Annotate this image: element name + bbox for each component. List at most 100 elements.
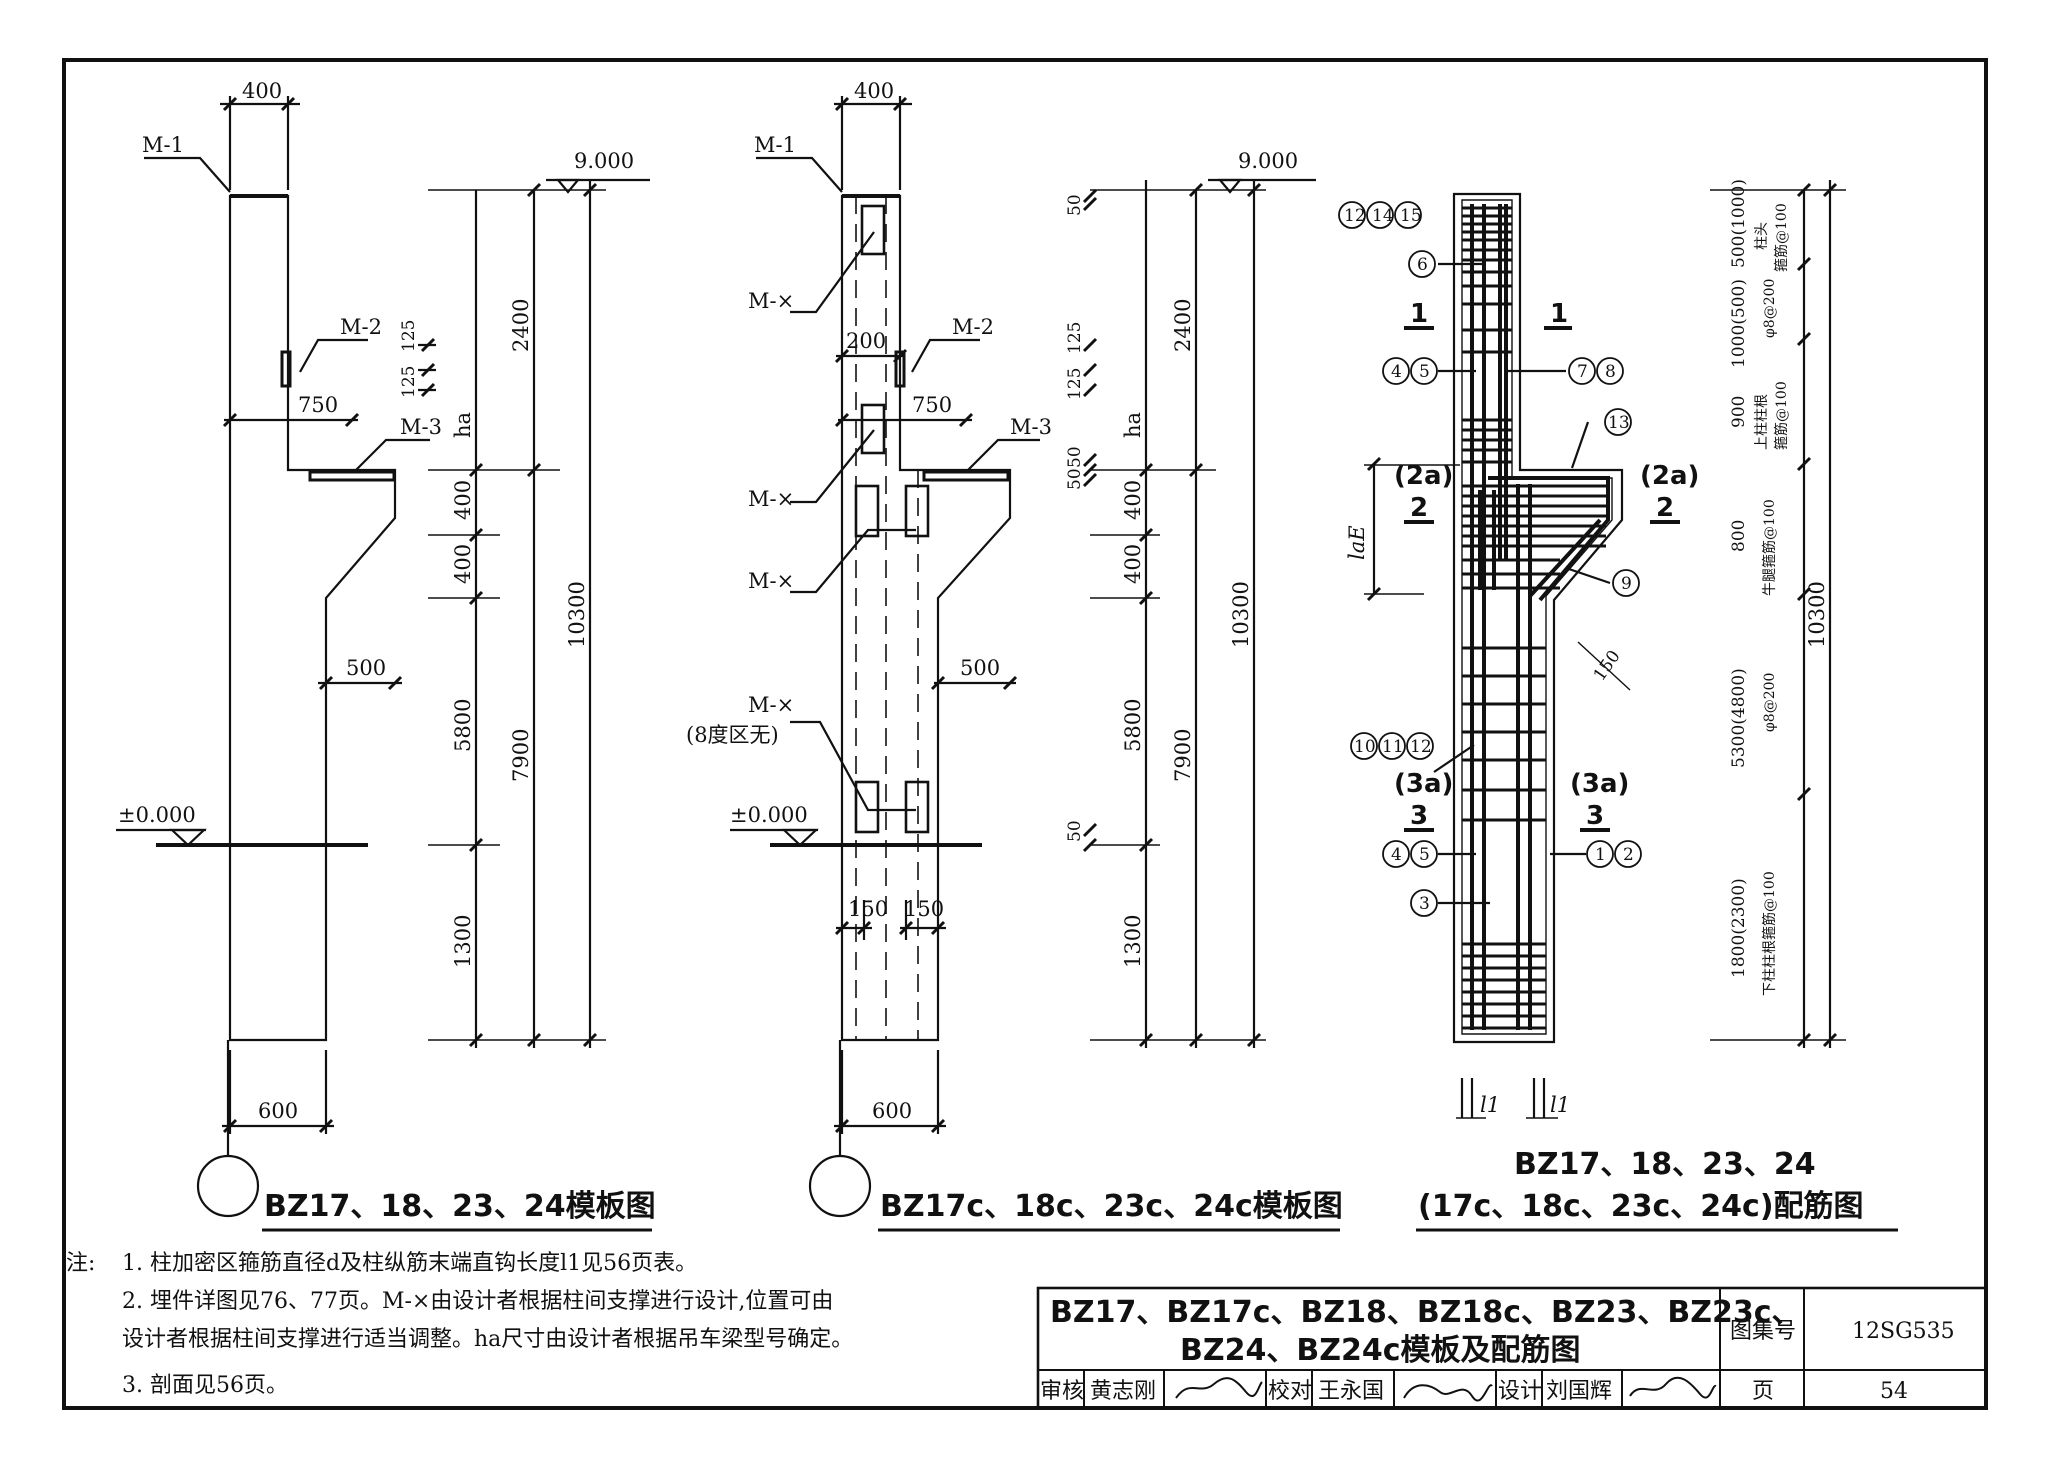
dim-v125a: 125 <box>1065 322 1085 354</box>
section-3-left: 3 <box>1410 801 1428 831</box>
zone-4-len: 800 <box>1729 520 1749 552</box>
atlas-label: 图集号 <box>1730 1319 1796 1344</box>
section-1-left: 1 <box>1410 299 1428 329</box>
longitudinal-bars <box>1470 204 1532 1030</box>
zone-4-rebar: 牛腿箍筋@100 <box>1761 499 1778 596</box>
dim-v50b: 50 <box>1065 446 1085 468</box>
bar-4: 4 <box>1391 362 1402 382</box>
bar-12: 12 <box>1344 206 1366 226</box>
section-2-right: 2 <box>1656 493 1674 523</box>
label-mx-2: M-× <box>748 487 794 511</box>
bar-callouts <box>1338 201 1642 917</box>
dim-v125a: 125 <box>399 320 419 352</box>
dim-v50a: 50 <box>1065 194 1085 216</box>
dim-v400b: 400 <box>1121 544 1145 584</box>
checker-signature <box>1403 1384 1493 1402</box>
label-mx-4-note: (8度区无) <box>686 723 779 747</box>
zone-5-len: 5300(4800) <box>1729 668 1749 768</box>
design-label: 设计 <box>1498 1379 1542 1404</box>
dim-v7900: 7900 <box>509 729 533 782</box>
dim-corbel: 750 <box>912 393 952 417</box>
dim-v400a: 400 <box>1121 480 1145 520</box>
dim-v400a: 400 <box>451 480 475 520</box>
cover-outline <box>1461 199 1613 1035</box>
embed-m2 <box>280 350 292 388</box>
dim-600: 600 <box>258 1099 298 1123</box>
dim-500: 500 <box>960 656 1000 680</box>
zone-2-len: 1000(500) <box>1729 279 1749 368</box>
note-3: 3. 剖面见56页。 <box>122 1373 288 1398</box>
axis-bubble <box>808 1154 872 1218</box>
bar-12b: 12 <box>1410 737 1432 757</box>
elev-top-label: 9.000 <box>574 149 634 173</box>
drawing-3-text: 12 14 15 6 4 5 7 8 13 9 10 11 12 4 5 1 2… <box>1338 179 1864 1224</box>
corbel-bar-9 <box>1528 518 1602 598</box>
sheet-title-2: BZ24、BZ24c模板及配筋图 <box>1180 1333 1581 1368</box>
dim-v2400: 2400 <box>509 299 533 352</box>
dim-v2400: 2400 <box>1171 299 1195 352</box>
column-outline <box>1452 192 1624 1044</box>
label-mx-4: M-× <box>748 693 794 717</box>
sheet-border <box>62 58 1988 1410</box>
lae-label: laE <box>1345 525 1369 560</box>
bar-9: 9 <box>1621 574 1632 594</box>
dim-v50d: 50 <box>1065 820 1085 842</box>
page-number: 54 <box>1880 1379 1908 1404</box>
dim-v400b: 400 <box>451 544 475 584</box>
label-m2: M-2 <box>340 315 382 339</box>
reviewer-signature <box>1175 1377 1263 1399</box>
dim-w150b: 150 <box>904 897 944 921</box>
zone-1-len: 500(1000) <box>1729 179 1749 268</box>
axis-bubble <box>196 1154 260 1218</box>
l1-left: l1 <box>1480 1093 1500 1117</box>
bar-1: 1 <box>1595 845 1606 865</box>
embed-mx-corbel-a <box>854 484 880 538</box>
sheet-title-1: BZ17、BZ17c、BZ18、BZ18c、BZ23、BZ23c、 <box>1050 1295 1802 1330</box>
reviewer-name: 黄志刚 <box>1090 1379 1156 1404</box>
dim-v10300: 10300 <box>565 581 589 648</box>
zone-3-rebar: 箍筋@100 <box>1773 381 1790 450</box>
checker-name: 王永国 <box>1318 1379 1384 1404</box>
bar-2: 2 <box>1623 845 1634 865</box>
bar-8: 8 <box>1605 362 1616 382</box>
label-mx-3: M-× <box>748 569 794 593</box>
dim-vha: ha <box>1121 412 1145 438</box>
bar-14: 14 <box>1372 206 1394 226</box>
dim-w200: 200 <box>846 329 886 353</box>
note-2b: 设计者根据柱间支撑进行适当调整。ha尺寸由设计者根据吊车梁型号确定。 <box>122 1327 853 1352</box>
column-outline <box>228 194 397 1042</box>
embed-mx-corbel-b <box>904 484 930 538</box>
dim-w150a: 150 <box>848 897 888 921</box>
section-1-right: 1 <box>1550 299 1568 329</box>
zone-5-rebar: φ8@200 <box>1762 673 1778 732</box>
dim-vha: ha <box>451 412 475 438</box>
embed-mx-low-b <box>904 780 930 834</box>
dim-v7900: 7900 <box>1171 729 1195 782</box>
column-outline <box>840 194 1012 1042</box>
dim-150: 150 <box>1590 647 1625 685</box>
zone-6-len: 1800(2300) <box>1729 878 1749 978</box>
embed-mx-mid <box>860 403 886 455</box>
dim-v1300: 1300 <box>1121 915 1145 968</box>
title-block-text: BZ17、BZ17c、BZ18、BZ18c、BZ23、BZ23c、 BZ24、B… <box>1040 1295 1955 1404</box>
zone-1-rebar: 箍筋@100 <box>1773 203 1790 272</box>
drawing-2-formwork <box>730 96 1316 1218</box>
bar-5: 5 <box>1419 362 1430 382</box>
elev-zero-marker <box>781 828 819 847</box>
l1-right: l1 <box>1550 1093 1570 1117</box>
bar-4b: 4 <box>1391 845 1402 865</box>
label-m3: M-3 <box>400 415 442 439</box>
bar-13: 13 <box>1608 413 1630 433</box>
elev-zero-label: ±0.000 <box>118 803 196 827</box>
zone-3-len: 900 <box>1729 396 1749 428</box>
atlas-number: 12SG535 <box>1852 1319 1955 1344</box>
bar-10: 10 <box>1354 737 1376 757</box>
label-mx-1: M-× <box>748 289 794 313</box>
dim-top-width: 400 <box>854 79 894 103</box>
dim-600: 600 <box>872 1099 912 1123</box>
elev-zero-marker <box>169 828 207 847</box>
drawing-1-text: 400 M-1 M-2 M-3 750 500 600 9.000 ±0.000… <box>118 79 656 1224</box>
dim-v10300: 10300 <box>1229 581 1253 648</box>
dim-v1300: 1300 <box>451 915 475 968</box>
